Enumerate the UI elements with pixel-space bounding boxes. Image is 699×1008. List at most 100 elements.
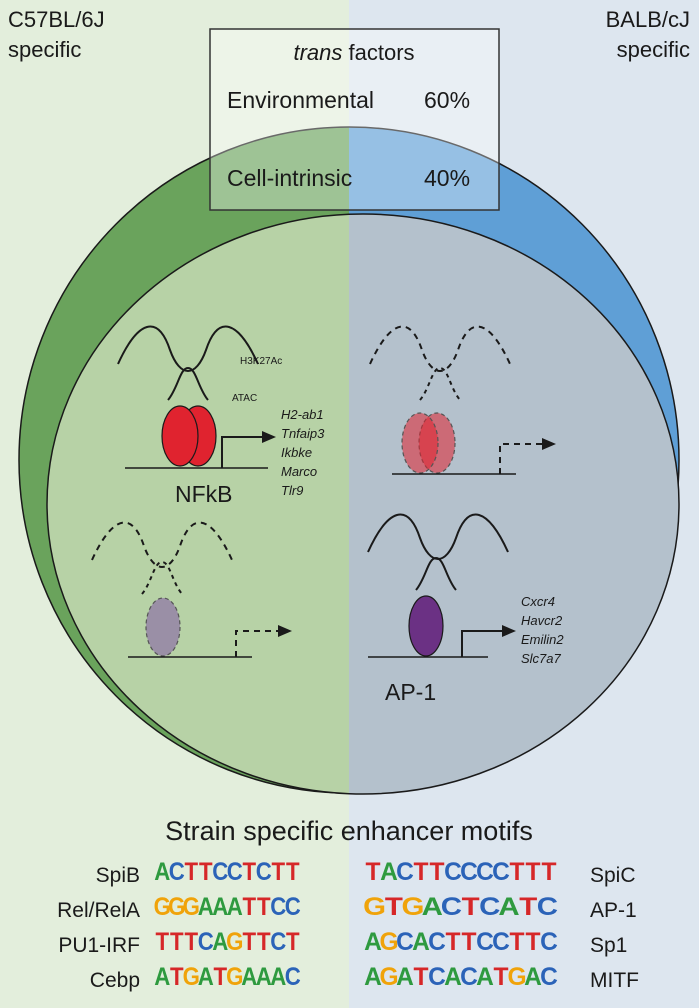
faded-h3k27ac-peaks-top-right [369, 325, 511, 372]
trans-title-rest: factors [342, 40, 414, 65]
nfkb-gene-5: Tlr9 [281, 483, 303, 498]
ap1-atac-peak [415, 556, 457, 591]
motif-base-right-4-9: T [494, 963, 509, 991]
motif-base-left-1-9: T [272, 858, 286, 887]
motif-base-right-4-10: G [507, 963, 526, 991]
motif-base-left-2-6: A [227, 893, 243, 922]
faded-tss-arrow-top-right [499, 443, 542, 474]
motif-base-left-3-7: T [243, 928, 257, 957]
motif-base-right-4-5: C [428, 963, 446, 991]
ap1-gene-3: Emilin2 [521, 632, 564, 647]
motif-base-right-1-12: T [542, 858, 557, 886]
motif-base-right-4-4: T [414, 963, 429, 991]
motif-name-left-4: Cebp [90, 969, 140, 992]
left-strain-name: C57BL/6J [8, 7, 105, 32]
motif-base-right-4-7: C [460, 963, 478, 991]
motif-base-right-4-6: A [444, 963, 462, 991]
motif-base-right-4-3: A [396, 963, 414, 991]
motif-base-left-2-5: A [212, 893, 228, 922]
motif-base-left-4-2: T [170, 963, 184, 992]
ap1-tss-arrow [461, 630, 502, 657]
motif-base-right-2-4: A [422, 892, 443, 921]
faded-arrowhead-bottom-left [278, 625, 292, 637]
motif-base-left-1-3: T [185, 858, 199, 887]
nfkb-atac-peak [167, 366, 209, 401]
ap1-arrowhead [502, 625, 516, 637]
faded-ap1-factor [145, 597, 181, 657]
nfkb-h3k27ac-peaks [117, 325, 259, 372]
atac-label: ATAC [232, 393, 257, 404]
motif-base-left-2-2: G [168, 893, 185, 922]
motif-base-left-1-1: A [154, 858, 170, 887]
motif-base-right-1-10: T [510, 858, 525, 886]
motif-base-left-3-1: T [156, 928, 170, 957]
motif-base-left-4-1: A [154, 963, 170, 992]
motif-base-left-3-9: C [270, 928, 286, 957]
motif-base-right-3-2: G [379, 928, 398, 956]
motifs-title: Strain specific enhancer motifs [165, 816, 533, 846]
motif-base-left-2-10: C [285, 893, 301, 922]
motif-base-left-3-6: G [226, 928, 243, 957]
motif-base-right-2-5: C [441, 892, 462, 921]
motif-base-right-2-3: G [402, 892, 425, 921]
motif-base-left-3-3: T [185, 928, 199, 957]
motif-base-left-1-5: C [212, 858, 228, 887]
motif-base-left-4-9: A [270, 963, 286, 992]
motif-base-right-2-8: A [498, 892, 519, 921]
motif-name-right-4: MITF [590, 969, 639, 992]
motif-base-left-4-6: G [226, 963, 243, 992]
ap1-gene-2: Havcr2 [521, 613, 563, 628]
ap1-gene-1: Cxcr4 [521, 594, 555, 609]
motif-base-right-3-1: A [364, 928, 382, 956]
env-label: Environmental [227, 87, 374, 113]
motif-base-left-1-8: C [256, 858, 272, 887]
motif-base-right-3-3: C [396, 928, 414, 956]
env-value: 60% [424, 87, 470, 113]
nfkb-tss-arrow [221, 436, 262, 468]
motif-base-left-3-5: A [212, 928, 228, 957]
faded-h3k27ac-peaks-bottom-left [91, 521, 233, 568]
motif-base-left-1-6: C [227, 858, 243, 887]
motif-base-right-1-5: T [430, 858, 445, 886]
inner-circle-left [46, 213, 349, 795]
motif-base-left-2-3: G [183, 893, 200, 922]
motif-base-right-4-12: C [540, 963, 558, 991]
motif-name-left-1: SpiB [96, 864, 140, 887]
nfkb-gene-2: Tnfaip3 [281, 426, 325, 441]
motif-base-left-4-8: A [256, 963, 272, 992]
motif-name-right-3: Sp1 [590, 934, 627, 957]
motif-base-right-3-6: T [446, 928, 461, 956]
faded-nfkb-front [401, 412, 439, 474]
motif-base-left-2-1: G [154, 893, 171, 922]
motif-base-left-1-2: C [169, 858, 185, 887]
motif-base-right-1-4: T [414, 858, 429, 886]
motif-base-left-2-7: T [243, 893, 257, 922]
motif-base-right-3-5: C [428, 928, 446, 956]
right-strain-name: BALB/cJ [606, 7, 690, 32]
motif-base-left-2-8: T [257, 893, 271, 922]
right-strain-specific: specific [617, 37, 690, 62]
motif-base-left-3-2: T [170, 928, 184, 957]
cell-label: Cell-intrinsic [227, 165, 352, 191]
motif-base-left-3-8: T [257, 928, 271, 957]
nfkb-factor-front [161, 405, 199, 467]
motif-base-right-4-11: A [524, 963, 542, 991]
nfkb-gene-4: Marco [281, 464, 317, 479]
motif-base-right-3-4: A [412, 928, 430, 956]
motif-base-right-1-3: C [396, 858, 414, 886]
motif-base-right-4-2: G [379, 963, 398, 991]
motif-base-left-3-4: C [198, 928, 214, 957]
motif-base-right-1-1: T [366, 858, 381, 886]
ap1-gene-4: Slc7a7 [521, 651, 562, 666]
motif-base-left-4-10: C [285, 963, 301, 992]
